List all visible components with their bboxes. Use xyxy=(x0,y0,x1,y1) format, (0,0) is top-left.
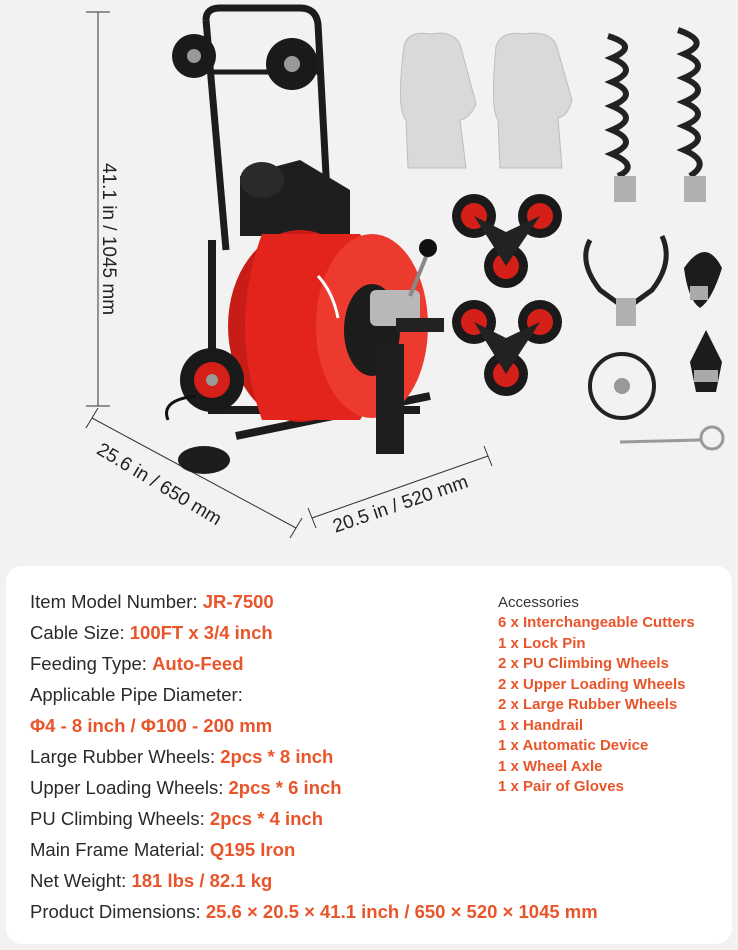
large-rubber-wheel xyxy=(180,348,244,412)
upper-loading-wheel xyxy=(172,34,318,90)
spec-large-rubber-wheels: Large Rubber Wheels: 2pcs * 8 inch xyxy=(30,746,334,767)
drain-cleaner-machine xyxy=(165,4,444,474)
pu-climbing-wheel xyxy=(452,194,562,288)
pu-climbing-wheel xyxy=(452,300,562,396)
accessory-item: 1 x Wheel Axle xyxy=(498,757,603,775)
height-dimension-line xyxy=(86,11,110,407)
height-dimension-label: 41.1 in / 1045 mm xyxy=(98,162,120,316)
foot-pedal xyxy=(178,446,230,474)
width-dimension-line xyxy=(307,445,493,529)
spec-cable-size: Cable Size: 100FT x 3/4 inch xyxy=(30,622,273,643)
spec-feeding-type: Feeding Type: Auto-Feed xyxy=(30,653,244,674)
spec-frame-material: Main Frame Material: Q195 Iron xyxy=(30,839,296,860)
lock-pin xyxy=(619,425,725,451)
spec-card: Item Model Number: JR-7500 Cable Size: 1… xyxy=(6,566,732,944)
automatic-feed-device xyxy=(370,239,444,454)
accessories-list: Accessories 6 x Interchangeable Cutters … xyxy=(498,592,728,798)
spec-list: Item Model Number: JR-7500 Cable Size: 1… xyxy=(30,586,598,927)
accessory-item: 1 x Handrail xyxy=(498,716,584,734)
spring-cutter xyxy=(604,27,703,179)
spec-net-weight: Net Weight: 181 lbs / 82.1 kg xyxy=(30,870,273,891)
spring-coupler xyxy=(684,176,706,202)
accessory-item: 1 x Automatic Device xyxy=(498,737,649,754)
accessories-title: Accessories xyxy=(498,594,579,611)
accessory-item: 6 x Interchangeable Cutters xyxy=(498,614,695,631)
spring-coupler xyxy=(614,176,636,202)
spec-model-number: Item Model Number: JR-7500 xyxy=(30,591,274,612)
spec-product-dimensions: Product Dimensions: 25.6 × 20.5 × 41.1 i… xyxy=(30,901,598,922)
interchangeable-cutters xyxy=(583,234,722,420)
spec-upper-loading-wheels: Upper Loading Wheels: 2pcs * 6 inch xyxy=(30,777,342,798)
accessory-item: 1 x Pair of Gloves xyxy=(498,778,624,795)
gloves xyxy=(399,32,573,169)
accessory-item: 2 x Large Rubber Wheels xyxy=(498,696,678,713)
accessory-item: 2 x PU Climbing Wheels xyxy=(498,655,669,672)
depth-dimension-line xyxy=(85,407,303,539)
accessory-item: 1 x Lock Pin xyxy=(498,634,586,652)
spec-pipe-diameter-value: Φ4 - 8 inch / Φ100 - 200 mm xyxy=(30,715,273,736)
spec-pu-climbing-wheels: PU Climbing Wheels: 2pcs * 4 inch xyxy=(30,808,324,829)
product-illustration xyxy=(85,4,725,539)
accessory-item: 2 x Upper Loading Wheels xyxy=(498,675,686,693)
spec-pipe-diameter-label: Applicable Pipe Diameter: xyxy=(30,684,243,705)
product-image-area: 41.1 in / 1045 mm 25.6 in / 650 mm 20.5 … xyxy=(85,4,725,539)
